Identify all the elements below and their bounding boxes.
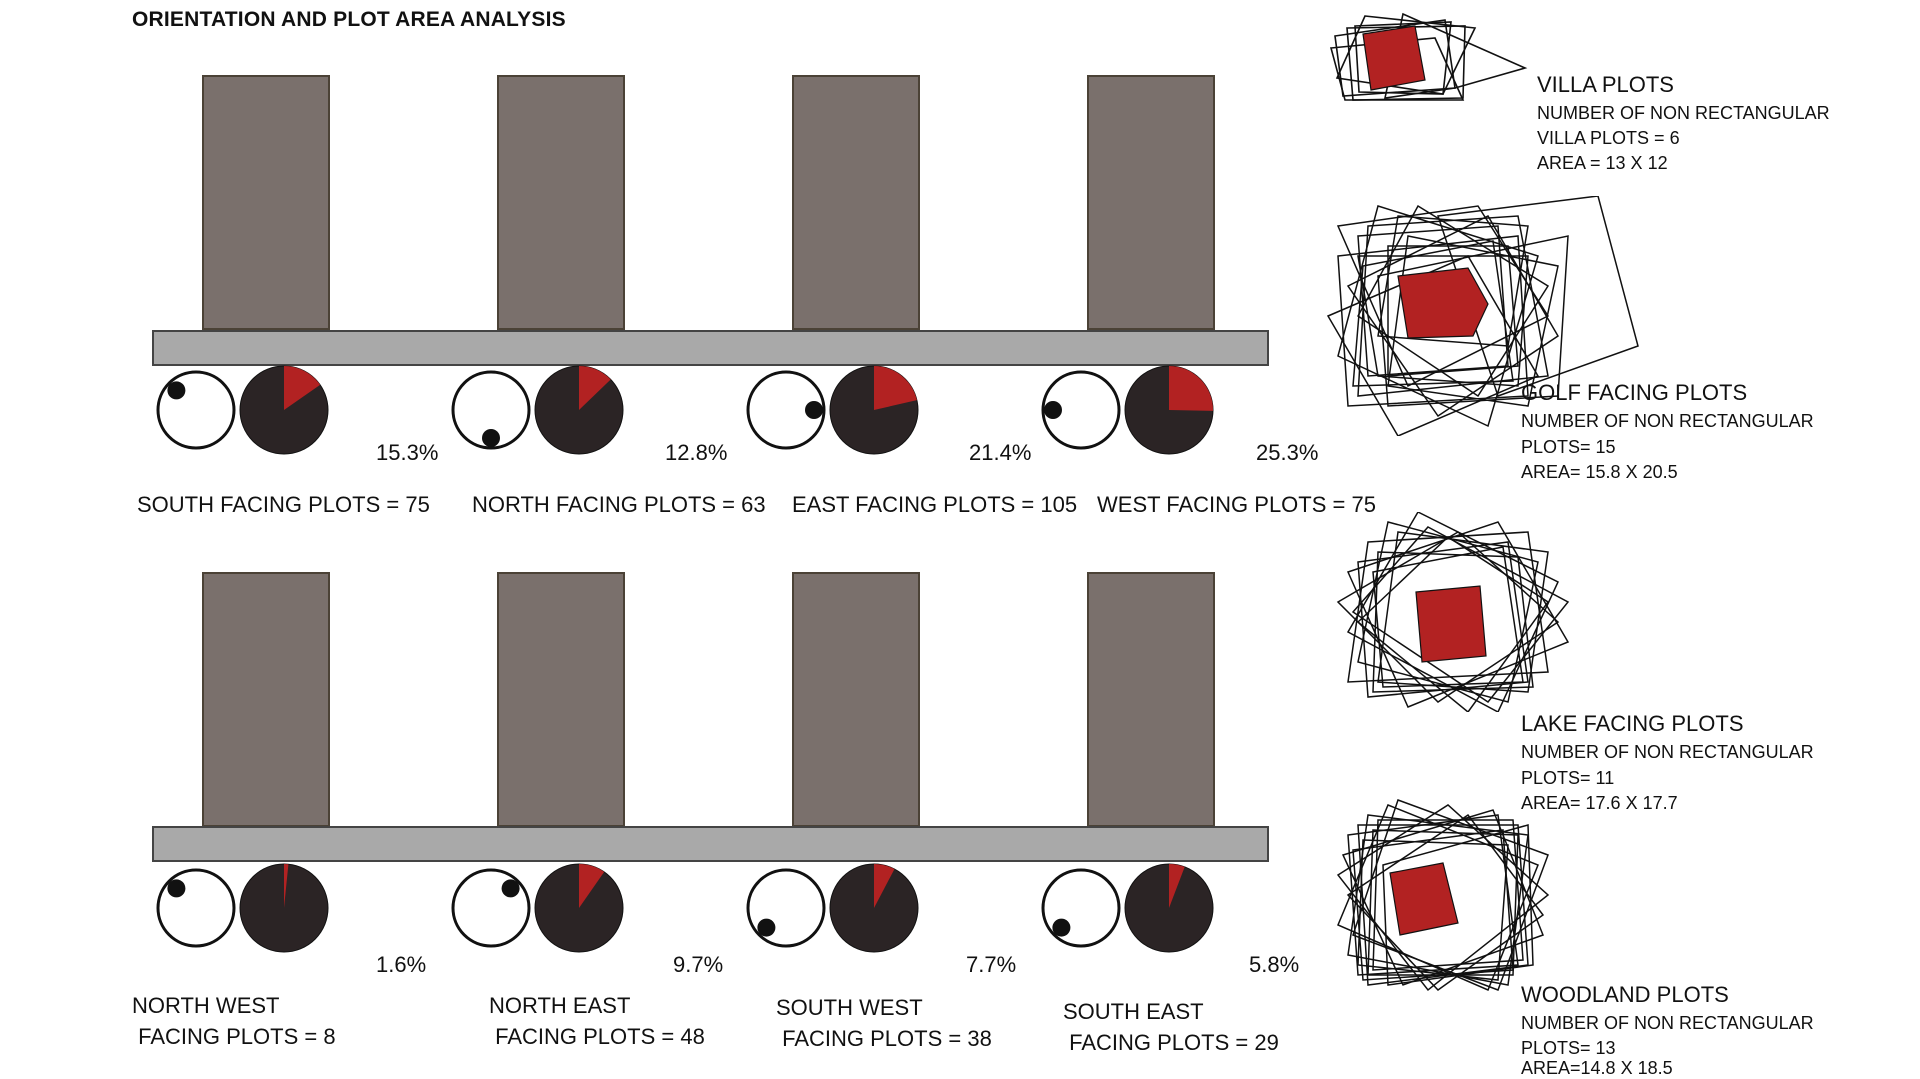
label-line: FACING PLOTS = 29	[1063, 1030, 1279, 1055]
share-pie-slice	[579, 864, 605, 908]
percent-label: 5.8%	[1249, 952, 1300, 977]
plot-type-title: LAKE FACING PLOTS	[1521, 711, 1744, 736]
plot-type-title: WOODLAND PLOTS	[1521, 982, 1729, 1007]
plot-type-detail: PLOTS= 13	[1521, 1038, 1616, 1058]
plot-type-detail: NUMBER OF NON RECTANGULAR	[1521, 742, 1814, 762]
plot-type-detail: NUMBER OF NON RECTANGULAR	[1537, 103, 1830, 123]
plot-type-title: VILLA PLOTS	[1537, 72, 1674, 97]
sun-direction-dot	[757, 918, 776, 937]
sun-direction-dot	[167, 879, 186, 898]
building-block	[202, 572, 330, 827]
orientation-count-label: NORTH EAST FACING PLOTS = 48	[489, 990, 705, 1052]
sun-direction-dot	[167, 381, 186, 400]
orientation-count-label: SOUTH FACING PLOTS = 75	[137, 492, 430, 517]
orientation-count-label: EAST FACING PLOTS = 105	[792, 492, 1078, 517]
orientation-count-label: SOUTH WEST FACING PLOTS = 38	[776, 992, 992, 1054]
orientation-count-label: NORTH WEST FACING PLOTS = 8	[132, 990, 336, 1052]
orientation-count-label: NORTH FACING PLOTS = 63	[472, 492, 766, 517]
sun-direction-dot	[501, 879, 520, 898]
plot-type-detail: VILLA PLOTS = 6	[1537, 128, 1680, 148]
plot-type-title: GOLF FACING PLOTS	[1521, 380, 1748, 405]
orientation-count-label: WEST FACING PLOTS = 75	[1097, 492, 1376, 517]
label-line: SOUTH EAST	[1063, 999, 1204, 1024]
compass-circle	[746, 370, 826, 450]
share-pie-slice	[284, 366, 321, 410]
share-pie-slice	[1169, 864, 1185, 908]
share-pie-slice	[579, 366, 611, 410]
percent-label: 25.3%	[1256, 440, 1319, 465]
golf-facing-plots-overlay-figure	[1326, 196, 1639, 436]
label-line: FACING PLOTS = 38	[776, 1026, 992, 1051]
percent-label: 1.6%	[376, 952, 427, 977]
building-block	[202, 75, 330, 330]
plot-type-detail: PLOTS= 15	[1521, 437, 1616, 457]
compass-circle	[451, 370, 531, 450]
compass-circle	[746, 868, 826, 948]
compass-circle	[451, 868, 531, 948]
label-line: NORTH EAST	[489, 993, 631, 1018]
plot-type-detail: NUMBER OF NON RECTANGULAR	[1521, 411, 1814, 431]
sun-direction-dot	[482, 429, 500, 447]
percent-label: 7.7%	[966, 952, 1017, 977]
road-strip	[152, 826, 1269, 862]
sun-direction-dot	[805, 401, 823, 419]
compass-circle	[1041, 868, 1121, 948]
road-strip	[152, 330, 1269, 366]
page-title: ORIENTATION AND PLOT AREA ANALYSIS	[132, 8, 566, 31]
compass-circle	[156, 868, 236, 948]
label-line: FACING PLOTS = 8	[132, 1024, 336, 1049]
building-block	[1087, 572, 1215, 827]
percent-label: 12.8%	[665, 440, 728, 465]
plot-type-detail: AREA= 17.6 X 17.7	[1521, 793, 1678, 813]
share-pie-slice	[874, 366, 917, 410]
orientation-symbols-bottom	[156, 863, 1214, 953]
building-block	[1087, 75, 1215, 330]
building-block	[497, 75, 625, 330]
plot-type-detail: AREA= 15.8 X 20.5	[1521, 462, 1678, 482]
sun-direction-dot	[1052, 918, 1071, 937]
plot-type-detail: AREA = 13 X 12	[1537, 153, 1668, 173]
label-line: SOUTH WEST	[776, 995, 923, 1020]
building-block	[497, 572, 625, 827]
plot-type-detail: PLOTS= 11	[1521, 768, 1615, 788]
label-line: FACING PLOTS = 48	[489, 1024, 705, 1049]
share-pie-slice	[1169, 366, 1213, 411]
sun-direction-dot	[1044, 401, 1062, 419]
percent-label: 9.7%	[673, 952, 724, 977]
percent-label: 15.3%	[376, 440, 439, 465]
building-block	[792, 572, 920, 827]
percent-label: 21.4%	[969, 440, 1032, 465]
orientation-symbols-top	[156, 365, 1214, 455]
woodland-plots-overlay-figure	[1336, 799, 1550, 992]
villa-plots-overlay-figure	[1329, 12, 1528, 101]
share-pie-slice	[874, 864, 895, 908]
plot-type-detail: AREA=14.8 X 18.5	[1521, 1058, 1673, 1078]
compass-circle	[156, 370, 236, 450]
plot-type-detail: NUMBER OF NON RECTANGULAR	[1521, 1013, 1814, 1033]
share-pie-slice	[284, 864, 289, 908]
lake-facing-plots-overlay-figure	[1336, 512, 1570, 712]
compass-circle	[1041, 370, 1121, 450]
building-block	[792, 75, 920, 330]
orientation-count-label: SOUTH EAST FACING PLOTS = 29	[1063, 996, 1279, 1058]
label-line: NORTH WEST	[132, 993, 280, 1018]
